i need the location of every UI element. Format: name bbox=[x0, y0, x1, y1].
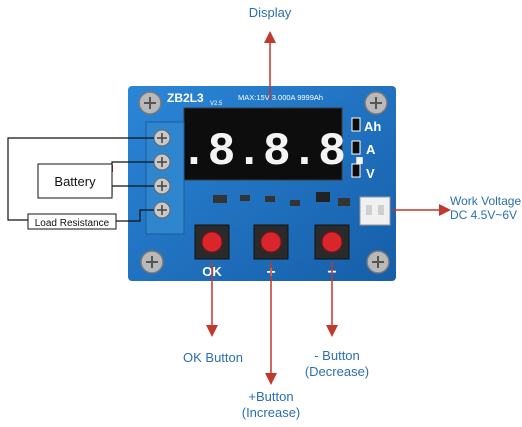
minus-push-button[interactable] bbox=[314, 224, 350, 260]
unit-a: A bbox=[366, 142, 376, 157]
unit-v: V bbox=[366, 166, 375, 181]
board-version: V2.5 bbox=[210, 101, 223, 107]
ok-push-button[interactable] bbox=[194, 224, 230, 260]
power-connector bbox=[359, 196, 391, 226]
led-ah bbox=[351, 117, 361, 132]
load-resistance-label: Load Resistance bbox=[35, 218, 110, 229]
smd-component bbox=[338, 198, 350, 206]
minus-button-sublabel: (Decrease) bbox=[305, 364, 369, 379]
plus-button-sublabel: (Increase) bbox=[242, 405, 301, 420]
terminal-block bbox=[145, 121, 185, 235]
ok-button-label: OK Button bbox=[183, 350, 243, 365]
work-voltage-label: Work Voltage bbox=[450, 194, 521, 208]
load-resistance-box bbox=[27, 213, 117, 230]
smd-component bbox=[213, 195, 227, 203]
unit-ah: Ah bbox=[364, 119, 381, 134]
display-label: Display bbox=[249, 5, 292, 20]
plus-button-label: +Button bbox=[248, 389, 293, 404]
mount-screw-bottom-left bbox=[140, 250, 164, 274]
board-model: ZB2L3 bbox=[167, 91, 204, 105]
display-digits: 8.8.8.8. bbox=[153, 126, 374, 178]
led-display: 8.8.8.8. bbox=[153, 107, 374, 181]
work-voltage-value: DC 4.5V~6V bbox=[450, 208, 517, 222]
led-a bbox=[351, 140, 361, 155]
mount-screw-bottom-right bbox=[366, 250, 390, 274]
smd-component bbox=[290, 200, 300, 206]
mount-screw-top-right bbox=[364, 91, 388, 115]
battery-box bbox=[37, 163, 113, 199]
regulator-chip bbox=[316, 192, 330, 202]
mount-screw-top-left bbox=[138, 91, 162, 115]
led-v bbox=[351, 163, 361, 178]
plus-push-button[interactable] bbox=[253, 224, 289, 260]
battery-label: Battery bbox=[54, 174, 96, 189]
smd-component bbox=[240, 195, 250, 201]
board-spec: MAX:15V 3.000A 9999Ah bbox=[238, 93, 323, 102]
minus-button-label: - Button bbox=[314, 348, 360, 363]
smd-component bbox=[265, 196, 275, 202]
